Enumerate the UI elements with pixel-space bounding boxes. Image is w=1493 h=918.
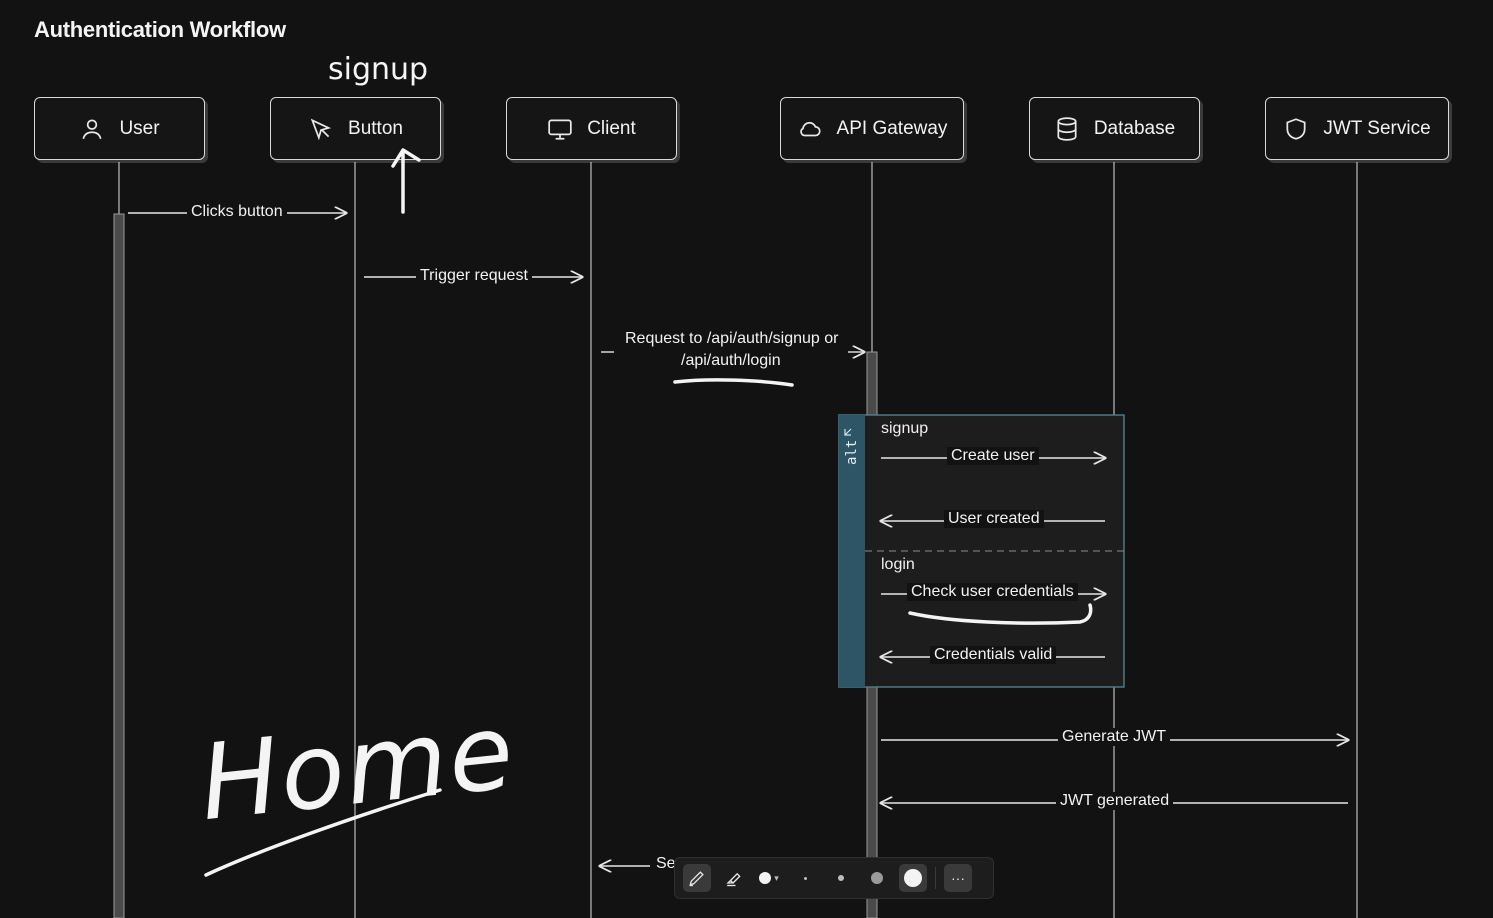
msg-partial-send: Se [652,855,680,873]
database-icon [1054,116,1080,142]
diagram-title: Authentication Workflow [34,17,286,42]
msg-user-created: User created [944,510,1044,528]
alt-section-login: login [881,556,915,573]
chevron-down-icon: ▾ [774,872,779,883]
more-icon[interactable]: ··· [944,864,972,892]
actor-button-label: Button [348,117,403,139]
msg-request-line1: Request to /api/auth/signup or [621,330,843,348]
underline-check-credentials [908,603,1093,625]
size-l[interactable] [899,864,927,892]
size-s[interactable] [827,864,855,892]
cloud-icon [797,116,823,142]
msg-request-line2: /api/auth/login [677,352,785,370]
msg-jwt-generated: JWT generated [1056,792,1174,810]
drawing-toolbar: ▾ ··· [674,857,994,899]
actor-database-label: Database [1093,117,1176,139]
msg-generate-jwt: Generate JWT [1058,728,1171,746]
handwritten-up-arrow [391,148,421,214]
msg-trigger-request: Trigger request [416,267,532,285]
underline-home [204,788,442,877]
toolbar-divider [935,867,936,889]
pen-icon[interactable] [683,864,711,892]
handwritten-annotations [204,148,1093,877]
alt-block-tag-strip [839,415,865,687]
msg-check-credentials: Check user credentials [907,583,1078,601]
actor-api-gateway[interactable]: API Gateway [780,97,964,160]
actor-user[interactable]: User [34,97,205,160]
alt-tag-label: alt [844,439,860,465]
monitor-icon [547,116,573,142]
actor-user-label: User [119,117,160,139]
actor-jwt-service-label: JWT Service [1323,117,1431,139]
msg-credentials-valid: Credentials valid [930,646,1057,664]
actor-jwt-service[interactable]: JWT Service [1265,97,1449,160]
actor-client[interactable]: Client [506,97,677,160]
alt-section-signup: signup [881,420,929,437]
underline-request [673,378,794,387]
actor-api-gateway-label: API Gateway [836,117,948,139]
actor-database[interactable]: Database [1029,97,1200,160]
collapse-icon[interactable] [844,428,852,436]
actor-client-label: Client [587,117,636,139]
actor-button[interactable]: Button [270,97,441,160]
msg-create-user: Create user [947,447,1039,465]
color-dot-icon[interactable]: ▾ [755,864,783,892]
cursor-icon [308,116,334,142]
handwritten-signup-label: signup [328,52,429,87]
msg-clicks-button: Clicks button [187,203,287,221]
highlighter-icon[interactable] [719,864,747,892]
user-icon [79,116,105,142]
size-m[interactable] [863,864,891,892]
activation-user [113,213,125,918]
shield-icon [1283,116,1309,142]
size-xs[interactable] [791,864,819,892]
